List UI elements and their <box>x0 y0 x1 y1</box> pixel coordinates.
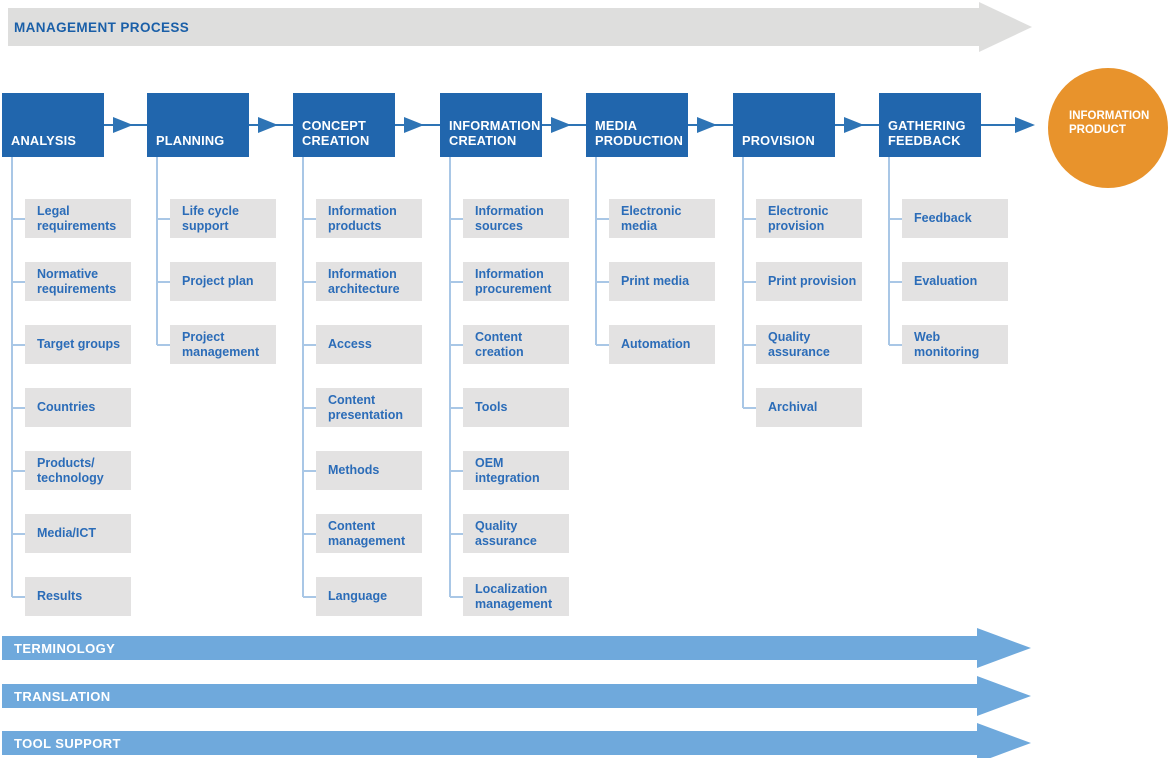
tree-line <box>302 157 304 597</box>
stage-connector <box>835 117 879 133</box>
management-process-arrow: MANAGEMENT PROCESS <box>8 2 1032 52</box>
sub-item: Information procurement <box>450 262 569 301</box>
tree-line <box>595 157 597 345</box>
information-product-label: INFORMATION PRODUCT <box>1069 110 1150 136</box>
sub-item: Legal requirements <box>12 199 131 238</box>
right-arrowhead-icon <box>697 117 717 133</box>
stage-column-information-creation: INFORMATION CREATION Information sources… <box>440 93 572 653</box>
stage-connector-to-product <box>981 117 1035 133</box>
stage-header-gathering-feedback: GATHERING FEEDBACK <box>879 93 981 157</box>
sub-item: Web monitoring <box>889 325 1008 364</box>
sub-item: Information sources <box>450 199 569 238</box>
tree-line <box>449 157 451 597</box>
right-arrowhead-icon <box>551 117 571 133</box>
stage-connector <box>542 117 586 133</box>
right-arrowhead-icon <box>113 117 133 133</box>
sub-item: Quality assurance <box>743 325 862 364</box>
sub-item: Content presentation <box>303 388 422 427</box>
tree-line <box>742 157 744 408</box>
right-arrowhead-icon <box>979 2 1032 52</box>
right-arrowhead-icon <box>1015 117 1035 133</box>
sub-item: Feedback <box>889 199 1008 238</box>
stage-connector <box>395 117 440 133</box>
right-arrowhead-icon <box>977 628 1031 668</box>
sub-item: Results <box>12 577 131 616</box>
terminology-label: TERMINOLOGY <box>14 640 116 656</box>
right-arrowhead-icon <box>258 117 278 133</box>
right-arrowhead-icon <box>404 117 424 133</box>
sub-item: Electronic media <box>596 199 715 238</box>
sub-item: Print provision <box>743 262 862 301</box>
sub-item: Access <box>303 325 422 364</box>
stage-header-planning: PLANNING <box>147 93 249 157</box>
sub-item: OEM integration <box>450 451 569 490</box>
stage-column-media-production: MEDIA PRODUCTION Electronic media Print … <box>586 93 718 653</box>
sub-item: Information products <box>303 199 422 238</box>
information-product-circle: INFORMATION PRODUCT <box>1048 68 1168 188</box>
management-process-label: MANAGEMENT PROCESS <box>14 19 190 35</box>
sub-item: Evaluation <box>889 262 1008 301</box>
sub-item: Print media <box>596 262 715 301</box>
right-arrowhead-icon <box>844 117 864 133</box>
stage-connector <box>104 117 147 133</box>
sub-item: Automation <box>596 325 715 364</box>
sub-item: Archival <box>743 388 862 427</box>
tree-line <box>11 157 13 597</box>
tree-line <box>888 157 890 345</box>
translation-arrow: TRANSLATION <box>2 676 1031 716</box>
stage-column-provision: PROVISION Electronic provision Print pro… <box>733 93 865 653</box>
stage-header-information-creation: INFORMATION CREATION <box>440 93 542 157</box>
stage-header-provision: PROVISION <box>733 93 835 157</box>
sub-item: Tools <box>450 388 569 427</box>
stage-column-planning: PLANNING Life cycle support Project plan… <box>147 93 279 653</box>
tree-line <box>156 157 158 345</box>
sub-item: Content creation <box>450 325 569 364</box>
tool-support-arrow: TOOL SUPPORT <box>2 723 1031 758</box>
sub-item: Countries <box>12 388 131 427</box>
sub-item: Methods <box>303 451 422 490</box>
tool-support-label: TOOL SUPPORT <box>14 735 121 751</box>
stage-column-gathering-feedback: GATHERING FEEDBACK Feedback Evaluation W… <box>879 93 1011 653</box>
stage-header-analysis: ANALYSIS <box>2 93 104 157</box>
sub-item: Information architecture <box>303 262 422 301</box>
sub-item: Content management <box>303 514 422 553</box>
right-arrowhead-icon <box>977 676 1031 716</box>
sub-item: Electronic provision <box>743 199 862 238</box>
stage-header-concept-creation: CONCEPT CREATION <box>293 93 395 157</box>
sub-item: Project management <box>157 325 276 364</box>
sub-item: Products/ technology <box>12 451 131 490</box>
connector-line <box>981 124 1017 126</box>
stage-column-concept-creation: CONCEPT CREATION Information products In… <box>293 93 425 653</box>
sub-item: Localization management <box>450 577 569 616</box>
translation-label: TRANSLATION <box>14 688 111 704</box>
sub-item: Language <box>303 577 422 616</box>
stage-connector <box>249 117 293 133</box>
sub-item: Normative requirements <box>12 262 131 301</box>
sub-item: Life cycle support <box>157 199 276 238</box>
right-arrowhead-icon <box>977 723 1031 758</box>
stage-header-media-production: MEDIA PRODUCTION <box>586 93 688 157</box>
sub-item: Media/ICT <box>12 514 131 553</box>
terminology-arrow: TERMINOLOGY <box>2 628 1031 668</box>
stage-connector <box>688 117 733 133</box>
sub-item: Quality assurance <box>450 514 569 553</box>
sub-item: Target groups <box>12 325 131 364</box>
sub-item: Project plan <box>157 262 276 301</box>
stage-column-analysis: ANALYSIS Legal requirements Normative re… <box>2 93 134 653</box>
